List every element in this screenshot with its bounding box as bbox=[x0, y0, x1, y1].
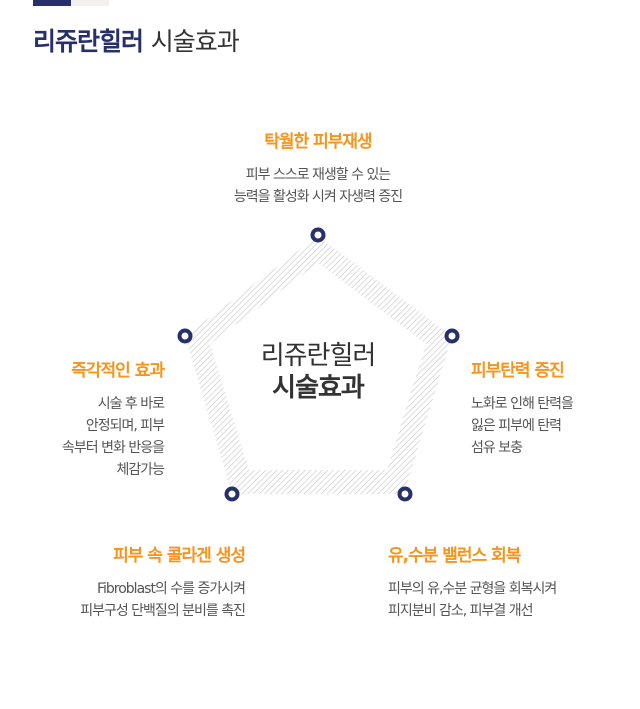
effect-immediate: 즉각적인 효과 시술 후 바로 안정되며, 피부 속부터 변화 반응을 체감가능 bbox=[62, 356, 165, 481]
effect-desc: 섬유 보충 bbox=[471, 440, 523, 456]
page-title: 리쥬란힐러 시술효과 bbox=[33, 22, 240, 58]
node-dot bbox=[177, 328, 193, 344]
effect-title: 피부탄력 증진 bbox=[471, 361, 565, 381]
effect-collagen: 피부 속 콜라겐 생성 Fibroblast의 수를 증가시켜 피부구성 단백질… bbox=[80, 541, 246, 622]
effect-desc: 피부구성 단백질의 분비를 촉진 bbox=[80, 603, 246, 619]
effect-desc: 피부의 유,수분 균형을 회복시켜 bbox=[388, 581, 557, 597]
node-dot bbox=[444, 328, 460, 344]
effect-desc: 피부 스스로 재생할 수 있는 bbox=[245, 167, 391, 183]
effect-desc: 속부터 변화 반응을 bbox=[62, 440, 165, 456]
effect-title: 탁월한 피부재생 bbox=[264, 132, 372, 152]
effect-regeneration: 탁월한 피부재생 피부 스스로 재생할 수 있는 능력을 활성화 시켜 자생력 … bbox=[0, 127, 636, 208]
node-dot bbox=[310, 227, 326, 243]
effect-elasticity: 피부탄력 증진 노화로 인해 탄력을 잃은 피부에 탄력 섬유 보충 bbox=[471, 356, 574, 459]
effect-desc: 피지분비 감소, 피부결 개선 bbox=[388, 603, 533, 619]
center-line2: 시술효과 bbox=[272, 373, 365, 403]
title-rest: 시술효과 bbox=[150, 27, 240, 56]
node-dot bbox=[224, 486, 240, 502]
effect-desc: 안정되며, 피부 bbox=[85, 418, 165, 434]
effect-desc: 시술 후 바로 bbox=[97, 396, 165, 412]
effect-desc: 잃은 피부에 탄력 bbox=[471, 418, 562, 434]
effect-desc: 능력을 활성화 시켜 자생력 증진 bbox=[233, 189, 403, 205]
effect-title: 피부 속 콜라겐 생성 bbox=[113, 546, 246, 566]
accent-bar bbox=[33, 0, 71, 6]
title-brand: 리쥬란힐러 bbox=[33, 27, 144, 56]
effect-title: 유,수분 밸런스 회복 bbox=[388, 546, 521, 566]
effect-moisture-balance: 유,수분 밸런스 회복 피부의 유,수분 균형을 회복시켜 피지분비 감소, 피… bbox=[388, 541, 557, 622]
accent-bar-light bbox=[71, 0, 109, 6]
effect-title: 즉각적인 효과 bbox=[71, 361, 165, 381]
pentagon-band bbox=[185, 236, 452, 494]
effect-desc: 노화로 인해 탄력을 bbox=[471, 396, 574, 412]
effect-desc: Fibroblast의 수를 증가시켜 bbox=[96, 581, 246, 597]
node-dot bbox=[397, 486, 413, 502]
center-line1: 리쥬란힐러 bbox=[260, 341, 377, 371]
effect-desc: 체감가능 bbox=[116, 462, 165, 478]
center-label: 리쥬란힐러 시술효과 bbox=[218, 340, 418, 404]
